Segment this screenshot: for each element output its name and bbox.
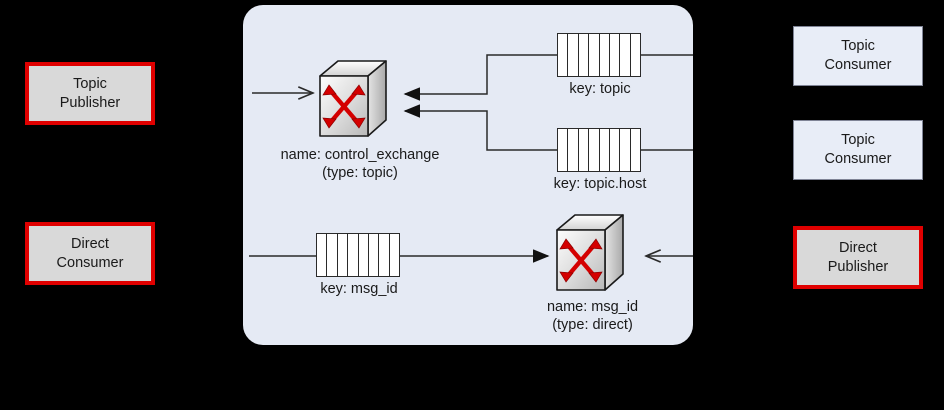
control-exchange-label: name: control_exchange (type: topic) (280, 147, 440, 182)
direct-consumer-label: Direct Consumer (56, 235, 124, 271)
queue-cell (359, 234, 369, 276)
direct-consumer-box[interactable]: Direct Consumer (25, 222, 155, 285)
wire-queue-topic-to-control-exchange (403, 54, 557, 101)
queue-cell (369, 234, 380, 276)
queue-cell (568, 129, 579, 171)
queue-cell (390, 234, 399, 276)
queue-cell (579, 129, 590, 171)
direct-publisher-label: Direct Publisher (827, 239, 889, 275)
queue-cell (348, 234, 359, 276)
queue-topic-host[interactable] (557, 128, 641, 172)
queue-cell (620, 34, 631, 76)
msg-id-exchange-label: name: msg_id (type: direct) (546, 299, 639, 334)
queue-cell (620, 129, 631, 171)
queue-msg-id[interactable] (316, 233, 400, 277)
queue-cell (327, 234, 338, 276)
queue-topic[interactable] (557, 33, 641, 77)
queue-cell (379, 234, 390, 276)
queue-cell (568, 34, 579, 76)
queue-cell (589, 129, 600, 171)
exchange-router-icon (319, 60, 387, 137)
exchange-router-icon (556, 214, 624, 291)
queue-cell (579, 34, 590, 76)
topic-publisher-label: Topic Publisher (59, 75, 121, 111)
direct-publisher-box[interactable]: Direct Publisher (793, 226, 923, 289)
queue-cell (600, 34, 610, 76)
queue-cell (338, 234, 349, 276)
topic-consumer-1-label: Topic Consumer (824, 38, 892, 73)
control-exchange-icon-wrap[interactable] (316, 58, 390, 142)
topic-consumer-2-label: Topic Consumer (824, 132, 892, 167)
queue-cell (600, 129, 610, 171)
queue-msg-id-label: key: msg_id (320, 281, 398, 297)
queue-cell (631, 34, 640, 76)
queue-cell (558, 129, 569, 171)
msg-id-exchange-icon-wrap[interactable] (553, 212, 627, 296)
queue-topic-label: key: topic (569, 81, 631, 97)
topic-consumer-1-box[interactable]: Topic Consumer (793, 26, 923, 86)
topic-publisher-box[interactable]: Topic Publisher (25, 62, 155, 125)
queue-cell (610, 34, 621, 76)
queue-cell (589, 34, 600, 76)
topic-consumer-2-box[interactable]: Topic Consumer (793, 120, 923, 180)
queue-topic-host-label: key: topic.host (553, 176, 647, 192)
wire-queue-topic-host-to-control-exchange (403, 104, 557, 151)
queue-cell (558, 34, 569, 76)
queue-cell (631, 129, 640, 171)
queue-cell (610, 129, 621, 171)
queue-cell (317, 234, 328, 276)
